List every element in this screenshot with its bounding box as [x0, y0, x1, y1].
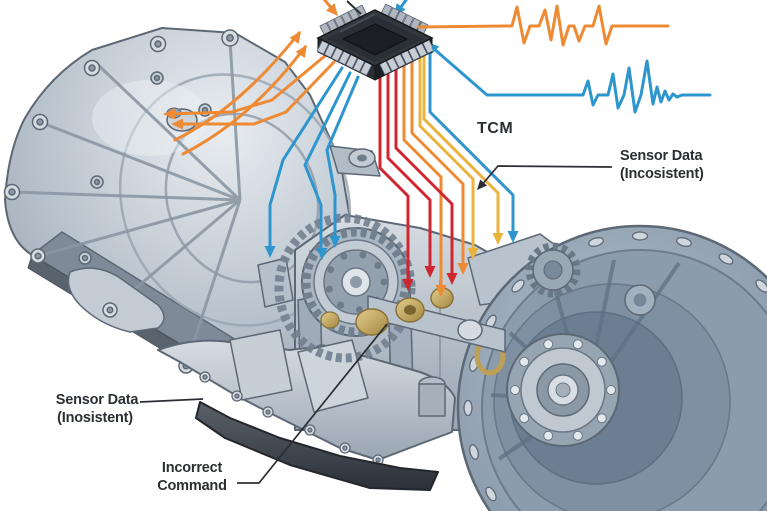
tcm-chip: [316, 3, 435, 81]
blue-signal-waveform: [431, 46, 712, 114]
rear-housing: [456, 224, 767, 511]
gear-cluster: [274, 213, 506, 363]
command-pointer: [237, 323, 388, 484]
sensor-right-arrowhead: [477, 179, 487, 190]
signal-waveforms: [417, 4, 712, 114]
sensor-left-label-line2: (Inosistent): [57, 410, 133, 426]
output-hub: [506, 333, 620, 447]
chip-die: [341, 23, 409, 56]
red-wires: [378, 64, 454, 287]
valve-body: [157, 329, 456, 466]
chip-pins: [316, 3, 435, 76]
tcm-label: TCM: [477, 120, 513, 137]
sensor-left-pointer: [139, 398, 204, 403]
labels: TCM Sensor Data (Incosistent) Sensor Dat…: [56, 120, 704, 494]
bolt-bosses: [3, 29, 239, 374]
transmission-illustration: [3, 27, 767, 511]
command-label-line1: Incorrect: [162, 460, 223, 476]
orange-signal-waveform: [417, 4, 670, 47]
sensor-left-label-line1: Sensor Data: [56, 392, 140, 408]
yellow-wires: [418, 48, 500, 256]
blue-wires: [268, 0, 515, 256]
orange-wires: [165, 0, 465, 293]
pan-bolts: [199, 371, 384, 466]
sensor-right-label-line1: Sensor Data: [620, 148, 704, 164]
sensor-right-pointer: [479, 165, 613, 188]
wire-arrowheads: [163, 3, 519, 297]
rear-gear: [525, 242, 581, 298]
label-pointers: [139, 165, 613, 484]
flange-holes: [463, 231, 767, 502]
command-label-line2: Command: [157, 478, 227, 494]
chip-pointer-line: [346, 0, 362, 15]
sensor-right-label-line2: (Incosistent): [620, 166, 704, 182]
oil-pan: [195, 401, 439, 491]
wire-harness: [165, 0, 515, 293]
